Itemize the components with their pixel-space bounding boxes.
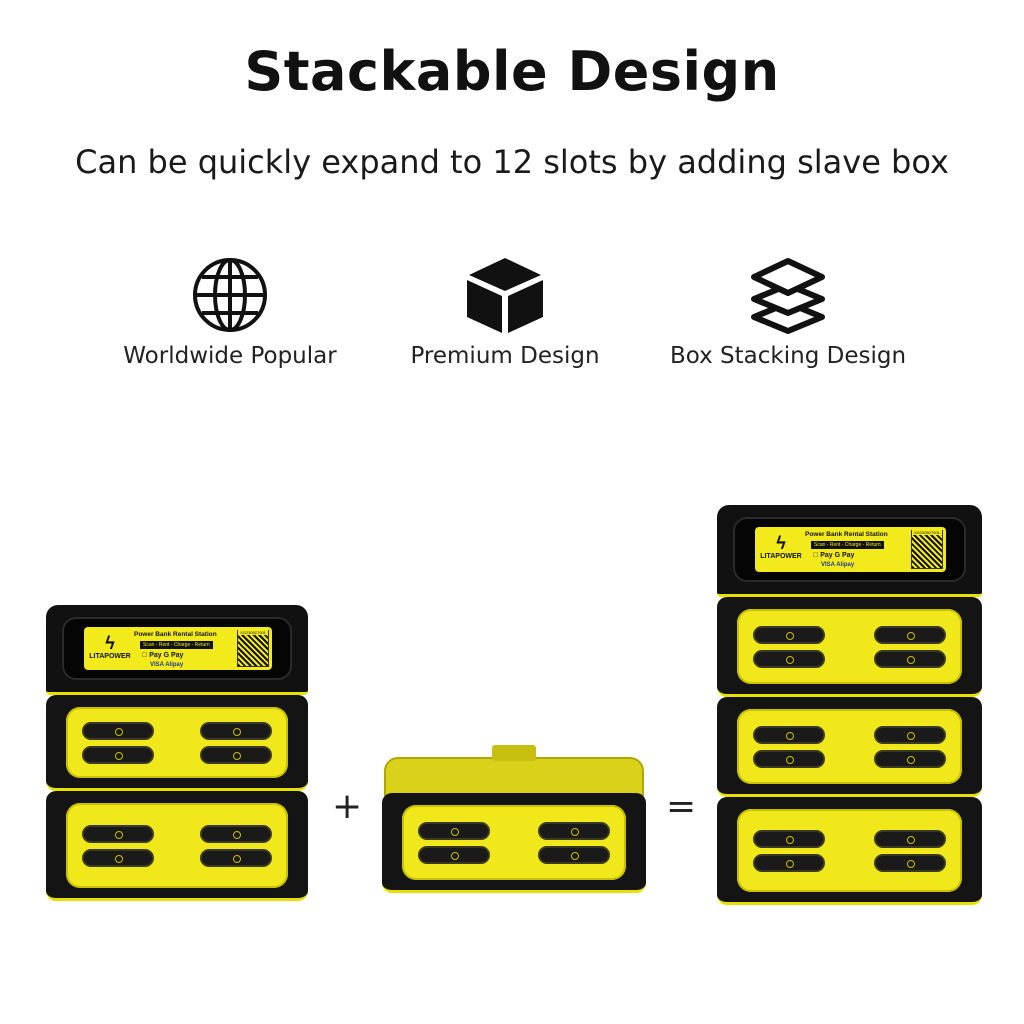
serial-number: XG230927001 bbox=[912, 530, 942, 535]
bolt-icon: ϟ bbox=[776, 533, 786, 553]
globe-icon bbox=[193, 258, 267, 332]
slot-panel bbox=[737, 709, 962, 784]
power-bank-slot[interactable] bbox=[753, 749, 825, 768]
layers-icon bbox=[751, 258, 825, 334]
power-bank-slot[interactable] bbox=[753, 829, 825, 848]
power-bank-slot[interactable] bbox=[82, 721, 154, 740]
feature-stacking: Box Stacking Design bbox=[638, 255, 938, 369]
serial-number: XG230927001 bbox=[238, 630, 268, 635]
feature-label: Premium Design bbox=[410, 343, 600, 369]
qr-code[interactable]: XG230927001 bbox=[237, 630, 269, 667]
payment-methods-2: VISA Alipay bbox=[821, 562, 855, 568]
sticker-title: Power Bank Rental Station bbox=[805, 531, 888, 538]
feature-premium: Premium Design bbox=[355, 255, 655, 369]
slot-module bbox=[46, 695, 308, 791]
power-bank-slot[interactable] bbox=[753, 725, 825, 744]
power-bank-slot[interactable] bbox=[82, 848, 154, 867]
power-bank-slot[interactable] bbox=[753, 853, 825, 872]
power-bank-slot[interactable] bbox=[418, 821, 490, 840]
brand-name: LITAPOWER bbox=[89, 653, 131, 660]
power-bank-slot[interactable] bbox=[753, 625, 825, 644]
slot-panel bbox=[402, 805, 626, 880]
payment-methods:  Pay G Pay bbox=[813, 552, 854, 559]
power-bank-slot[interactable] bbox=[200, 848, 272, 867]
sticker-steps: Scan - Rent - Charge - Return bbox=[140, 641, 213, 649]
power-bank-slot[interactable] bbox=[753, 649, 825, 668]
payment-methods-2: VISA Alipay bbox=[150, 662, 184, 668]
feature-label: Worldwide Popular bbox=[123, 343, 337, 369]
slot-module bbox=[46, 791, 308, 901]
page-subtitle: Can be quickly expand to 12 slots by add… bbox=[75, 143, 949, 181]
power-bank-slot[interactable] bbox=[418, 845, 490, 864]
power-bank-slot[interactable] bbox=[874, 625, 946, 644]
power-bank-slot[interactable] bbox=[200, 745, 272, 764]
slot-panel bbox=[737, 609, 962, 684]
slot-panel bbox=[66, 707, 288, 778]
slot-module bbox=[717, 597, 982, 697]
power-bank-slot[interactable] bbox=[82, 745, 154, 764]
power-bank-slot[interactable] bbox=[874, 649, 946, 668]
power-bank-slot[interactable] bbox=[538, 821, 610, 840]
payment-methods:  Pay G Pay bbox=[142, 652, 183, 659]
feature-label: Box Stacking Design bbox=[669, 343, 907, 369]
slot-module bbox=[717, 697, 982, 797]
slot-panel bbox=[66, 803, 288, 888]
power-bank-slot[interactable] bbox=[200, 721, 272, 740]
bolt-icon: ϟ bbox=[105, 633, 115, 653]
power-bank-slot[interactable] bbox=[874, 853, 946, 872]
sticker-steps: Scan - Rent - Charge - Return bbox=[811, 541, 884, 549]
sticker-title: Power Bank Rental Station bbox=[134, 631, 217, 638]
page-title: Stackable Design bbox=[244, 40, 780, 103]
feature-worldwide: Worldwide Popular bbox=[80, 255, 380, 369]
slot-module bbox=[382, 793, 646, 893]
slot-panel bbox=[737, 809, 962, 892]
lid-connector bbox=[492, 745, 536, 761]
power-bank-slot[interactable] bbox=[200, 824, 272, 843]
equals-sign: = bbox=[666, 786, 697, 827]
slave-box bbox=[382, 745, 646, 895]
power-bank-slot[interactable] bbox=[538, 845, 610, 864]
power-bank-slot[interactable] bbox=[874, 749, 946, 768]
qr-code[interactable]: XG230927001 bbox=[911, 530, 943, 569]
power-bank-slot[interactable] bbox=[82, 824, 154, 843]
plus-sign: + bbox=[332, 786, 363, 827]
slot-module bbox=[717, 797, 982, 905]
brand-name: LITAPOWER bbox=[760, 553, 802, 560]
power-bank-slot[interactable] bbox=[874, 725, 946, 744]
power-bank-slot[interactable] bbox=[874, 829, 946, 848]
cube-icon bbox=[467, 258, 543, 333]
